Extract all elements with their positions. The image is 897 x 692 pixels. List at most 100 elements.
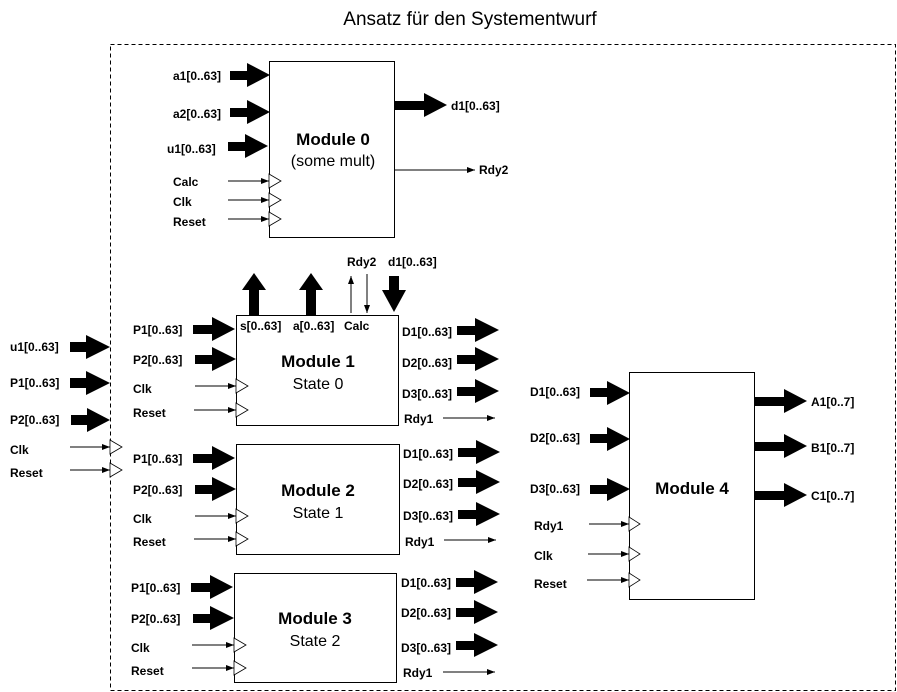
module-3-name: Module 3 <box>278 609 352 628</box>
module-1-label-d1: d1[0..63] <box>388 255 437 269</box>
clock-triangle-icon <box>268 173 282 189</box>
module-1-subtitle: State 0 <box>293 376 344 393</box>
module-1-output-d3: D3[0..63] <box>402 387 452 401</box>
clock-triangle-icon <box>628 546 641 562</box>
module-4-input-d2: D2[0..63] <box>530 431 580 445</box>
bus-arrow-icon <box>607 478 630 501</box>
module-2-input-clk: Clk <box>133 512 152 526</box>
bus-arrow-down-icon <box>382 290 406 312</box>
ext-input-clk: Clk <box>10 443 29 457</box>
bus-arrow-icon <box>784 389 807 413</box>
bus-arrow-icon <box>247 63 270 87</box>
bus-arrow-icon <box>784 434 807 458</box>
bus-arrow-icon <box>71 408 110 432</box>
module-1-input-p2: P2[0..63] <box>133 353 182 367</box>
bus-arrow-icon <box>210 606 234 630</box>
module-3-output-rdy1: Rdy1 <box>403 666 433 680</box>
module-3-input-p1: P1[0..63] <box>131 581 180 595</box>
module-4-input-d3: D3[0..63] <box>530 482 580 496</box>
clock-triangle-icon <box>233 637 247 653</box>
module-0-output-rdy2: Rdy2 <box>479 163 509 177</box>
module-1-box <box>236 315 399 426</box>
module-0-box <box>269 61 395 238</box>
module-3-input-clk: Clk <box>131 641 150 655</box>
bus-arrow-icon <box>245 134 268 158</box>
module-2-input-p2: P2[0..63] <box>133 483 182 497</box>
module-3-input-p2: P2[0..63] <box>131 612 180 626</box>
clock-triangle-icon <box>235 378 249 394</box>
ext-input-reset: Reset <box>10 466 43 480</box>
clock-triangle-icon <box>235 402 249 418</box>
module-0-input-reset: Reset <box>173 215 206 229</box>
module-3-input-reset: Reset <box>131 664 164 678</box>
module-0-input-u1: u1[0..63] <box>167 142 216 156</box>
module-1-input-clk: Clk <box>133 382 152 396</box>
clock-triangle-icon <box>109 462 123 478</box>
module-4-input-reset: Reset <box>534 577 567 591</box>
bus-arrow-up-icon <box>299 273 323 290</box>
module-0: Module 0 (some mult) a1[0..63] a2[0..63]… <box>167 61 509 238</box>
module-1-output-d1: D1[0..63] <box>402 325 452 339</box>
module-2-input-p1: P1[0..63] <box>133 452 182 466</box>
bus-arrow-icon <box>424 93 447 117</box>
bus-arrow-icon <box>476 440 500 464</box>
module-3-output-d1: D1[0..63] <box>401 576 451 590</box>
module-3-subtitle: State 2 <box>290 633 341 650</box>
ext-input-p1: P1[0..63] <box>10 376 59 390</box>
module-2-input-reset: Reset <box>133 535 166 549</box>
clock-triangle-icon <box>235 531 249 547</box>
module-1-port-calc: Calc <box>344 319 370 333</box>
ext-input-p2: P2[0..63] <box>10 413 59 427</box>
module-1-output-d2: D2[0..63] <box>402 356 452 370</box>
module-4-input-clk: Clk <box>534 549 553 563</box>
bus-arrow-icon <box>607 427 630 451</box>
bus-arrow-icon <box>247 100 270 124</box>
bus-arrow-icon <box>212 317 235 341</box>
bus-arrow-icon <box>212 347 236 371</box>
module-2-output-rdy1: Rdy1 <box>405 535 435 549</box>
bus-arrow-icon <box>70 335 110 359</box>
module-2-output-d2: D2[0..63] <box>403 477 453 491</box>
module-1-input-reset: Reset <box>133 406 166 420</box>
clock-triangle-icon <box>268 211 282 227</box>
module-4-output-c1: C1[0..7] <box>811 489 854 503</box>
clock-triangle-icon <box>268 192 282 208</box>
module-2-name: Module 2 <box>281 481 355 500</box>
module-4-input-d1: D1[0..63] <box>530 385 580 399</box>
bus-arrow-icon <box>476 502 500 526</box>
module-3-box <box>234 573 397 683</box>
bus-arrow-up-icon <box>242 273 266 290</box>
module-4: Module 4 D1[0..63] D2[0..63] D3[0..63] R… <box>530 372 854 600</box>
clock-triangle-icon <box>628 516 641 532</box>
module-0-input-a2: a2[0..63] <box>173 107 221 121</box>
bus-arrow-icon <box>212 477 236 501</box>
module-4-output-a1: A1[0..7] <box>811 395 854 409</box>
module-0-output-d1: d1[0..63] <box>451 99 500 113</box>
module-2-box <box>236 444 400 555</box>
bus-arrow-icon <box>70 371 110 395</box>
bus-arrow-icon <box>210 575 233 599</box>
bus-arrow-icon <box>474 600 498 624</box>
module-3-output-d3: D3[0..63] <box>401 641 451 655</box>
bus-arrow-icon <box>475 347 499 371</box>
module-2-output-d1: D1[0..63] <box>403 447 453 461</box>
bus-arrow-icon <box>474 570 498 594</box>
module-0-input-clk: Clk <box>173 195 192 209</box>
module-1-input-p1: P1[0..63] <box>133 323 182 337</box>
ext-input-u1: u1[0..63] <box>10 340 59 354</box>
diagram-title: Ansatz für den Systementwurf <box>343 9 597 30</box>
module-1: Module 1 State 0 s[0..63] a[0..63] Calc … <box>133 255 499 426</box>
module-1-port-a: a[0..63] <box>293 319 334 333</box>
clock-triangle-icon <box>235 508 249 524</box>
clock-triangle-icon <box>109 439 123 455</box>
external-inputs: u1[0..63] P1[0..63] P2[0..63] Clk Reset <box>10 335 123 480</box>
bus-arrow-icon <box>607 381 630 405</box>
module-0-input-calc: Calc <box>173 175 199 189</box>
module-0-subtitle: (some mult) <box>291 153 375 170</box>
bus-arrow-icon <box>784 483 807 507</box>
system-boundary <box>110 44 896 691</box>
module-1-output-rdy1: Rdy1 <box>404 412 434 426</box>
module-2: Module 2 State 1 P1[0..63] P2[0..63] Clk… <box>133 440 500 555</box>
clock-triangle-icon <box>233 660 247 676</box>
